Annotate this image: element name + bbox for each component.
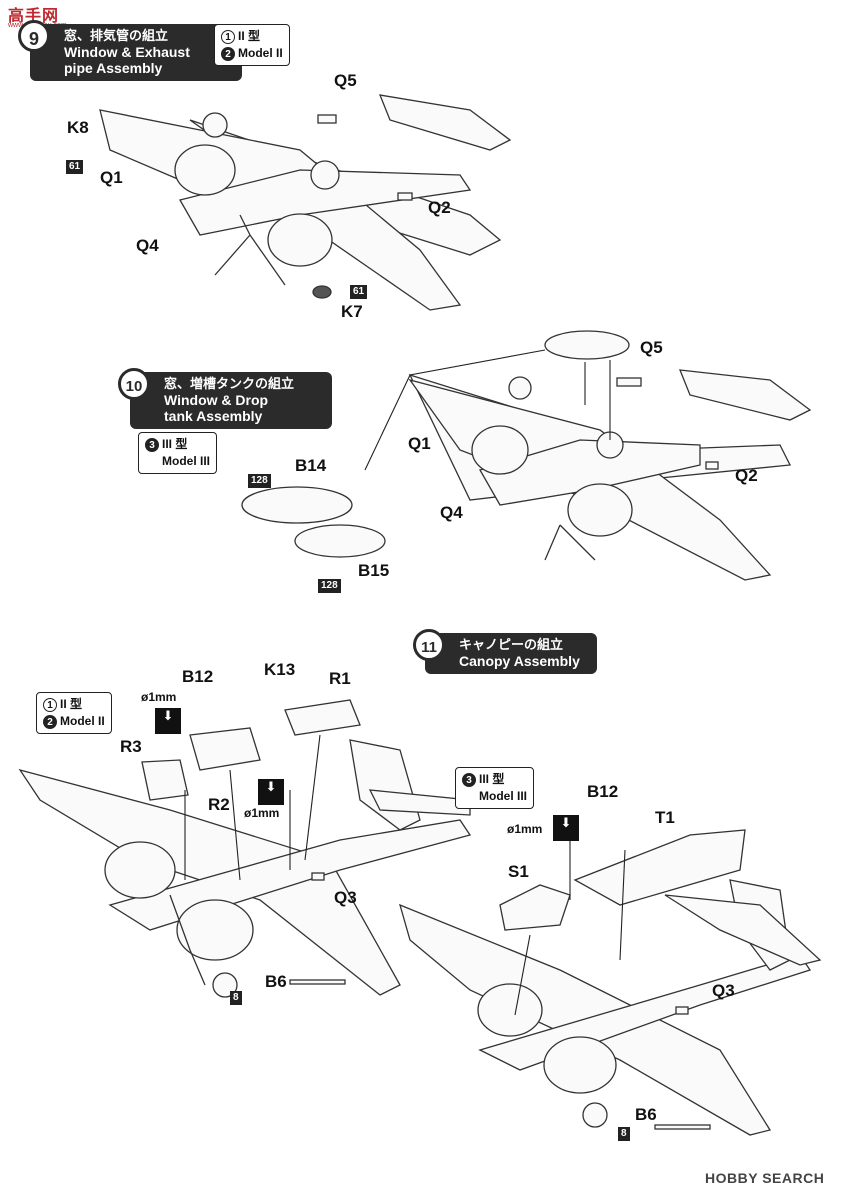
part-label-q3: Q3 xyxy=(712,981,735,1000)
model-label: Model III xyxy=(162,454,210,468)
step-11-title-jp: キャノピーの組立 xyxy=(459,637,564,652)
part-label-q4: Q4 xyxy=(136,236,159,255)
sprue-number: 61 xyxy=(66,160,84,174)
step-11-title-en-1: Canopy Assembly xyxy=(459,653,580,669)
step-10-title-jp: 窓、増槽タンクの組立 xyxy=(164,376,295,391)
part-label-q4: Q4 xyxy=(440,503,463,522)
part-label-s1: S1 xyxy=(508,862,529,881)
model-label: Model II xyxy=(60,714,105,728)
step-10-title-en-1: Window & Drop xyxy=(164,392,269,408)
part-label-q5: Q5 xyxy=(640,338,663,357)
part-label-q1: Q1 xyxy=(100,168,123,187)
sprue-number: 61 xyxy=(350,285,368,299)
aircraft-step11a xyxy=(18,699,472,998)
model-label: II 型 xyxy=(60,697,83,711)
sprue-number: 8 xyxy=(230,991,242,1005)
step-9-title-jp: 窓、排気管の組立 xyxy=(64,28,169,43)
part-label-b12: B12 xyxy=(587,782,619,801)
model-chip: 3 xyxy=(462,772,476,787)
step-9-title-en-1: Window & Exhaust xyxy=(64,44,190,60)
part-label-k8: K8 xyxy=(67,118,89,137)
step-11-number: 11 xyxy=(413,629,445,661)
part-label-t1: T1 xyxy=(655,808,675,827)
drill-size-label: ø1mm xyxy=(141,690,177,704)
part-label-b6: B6 xyxy=(635,1105,657,1124)
model-chip: 2 xyxy=(43,714,57,729)
model-chip: 1 xyxy=(221,29,235,44)
part-label-b12: B12 xyxy=(182,667,214,686)
model-label: II 型 xyxy=(238,29,261,43)
model-label: Model II xyxy=(238,46,283,60)
part-label-b15: B15 xyxy=(358,561,390,580)
model-label: Model III xyxy=(479,789,527,803)
aircraft-step9 xyxy=(99,94,512,311)
part-label-q5: Q5 xyxy=(334,71,357,90)
step-10-header: 10 窓、増槽タンクの組立 Window & Drop tank Assembl… xyxy=(118,368,332,429)
part-label-k13: K13 xyxy=(264,660,296,679)
model-label: III 型 xyxy=(162,437,188,451)
drill-icon: ⬇ xyxy=(553,815,579,841)
hobby-search-logo: HOBBY SEARCH xyxy=(705,1170,825,1186)
part-label-k7: K7 xyxy=(341,302,363,321)
part-label-b6: B6 xyxy=(265,972,287,991)
aircraft-step10 xyxy=(241,330,812,581)
step-11-header: 11 キャノピーの組立 Canopy Assembly xyxy=(413,629,597,674)
part-label-r1: R1 xyxy=(329,669,351,688)
model-chip: 2 xyxy=(221,46,235,61)
part-label-q3: Q3 xyxy=(334,888,357,907)
drill-size-label: ø1mm xyxy=(507,822,543,836)
aircraft-step11b xyxy=(399,829,822,1136)
drill-icon: ⬇ xyxy=(155,708,181,734)
model-label: III 型 xyxy=(479,772,505,786)
step-9-number: 9 xyxy=(18,20,50,52)
part-label-r3: R3 xyxy=(120,737,142,756)
part-label-q2: Q2 xyxy=(428,198,451,217)
model-chip: 3 xyxy=(145,437,159,452)
step-9-header: 9 窓、排気管の組立 Window & Exhaust pipe Assembl… xyxy=(18,20,242,81)
part-label-b14: B14 xyxy=(295,456,327,475)
step-10-title-en-2: tank Assembly xyxy=(164,408,263,424)
sprue-number: 128 xyxy=(248,474,271,488)
part-label-r2: R2 xyxy=(208,795,230,814)
drill-size-label: ø1mm xyxy=(244,806,280,820)
sprue-number: 8 xyxy=(618,1127,630,1141)
model-chip: 1 xyxy=(43,697,57,712)
part-label-q2: Q2 xyxy=(735,466,758,485)
sprue-number: 128 xyxy=(318,579,341,593)
watermark-brand: 高手网 xyxy=(8,8,60,25)
drill-icon: ⬇ xyxy=(258,779,284,805)
step-9-title-en-2: pipe Assembly xyxy=(64,60,163,76)
step-10-number: 10 xyxy=(118,368,150,400)
part-label-q1: Q1 xyxy=(408,434,431,453)
